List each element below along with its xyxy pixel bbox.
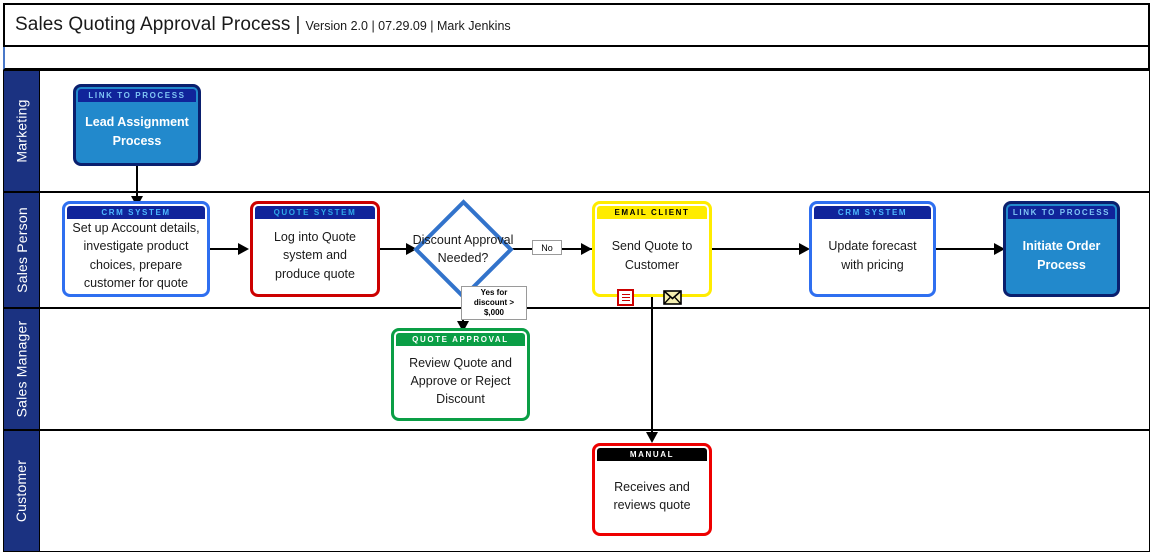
lane-label-sales-manager: Sales Manager — [4, 309, 40, 429]
connector-email-down — [651, 297, 653, 309]
node-label-lead-assignment-process: Lead Assignment Process — [85, 115, 189, 148]
document-icon-line — [621, 299, 630, 302]
connector-lead-to-setup — [136, 166, 138, 193]
lane-sales-manager: Sales Manager QUOTE APPROVAL Review Quot… — [3, 308, 1150, 431]
lane-label-sales-person-text: Sales Person — [13, 207, 30, 293]
connector-email-to-forecast — [712, 248, 808, 250]
lane-body-customer: MANUAL Receives and reviews quote — [39, 431, 1149, 551]
arrowhead-decision-to-email — [581, 243, 592, 255]
node-header-quote-system: QUOTE SYSTEM — [255, 206, 375, 219]
node-header-crm-system: CRM SYSTEM — [814, 206, 931, 219]
lane-body-sales-person: CRM SYSTEM Set up Account details, inves… — [39, 193, 1149, 309]
node-label-initiate-order-process: Initiate Order Process — [1022, 239, 1101, 272]
lane-label-customer: Customer — [4, 431, 40, 551]
node-label-decision-discount-approval: Discount Approval Needed? — [412, 232, 514, 265]
lane-label-sales-manager-text: Sales Manager — [13, 320, 30, 418]
arrowhead-forecast-to-order — [994, 243, 1005, 255]
lane-body-marketing: LINK TO PROCESS Lead Assignment Process — [39, 71, 1149, 193]
edge-label-yes-discount: Yes for discount > $,000 — [461, 286, 527, 320]
node-header-link-to-process: LINK TO PROCESS — [78, 89, 196, 102]
title-meta: Version 2.0 | 07.29.09 | Mark Jenkins — [305, 19, 511, 33]
connector-setup-to-log — [210, 248, 240, 250]
node-setup-account[interactable]: CRM SYSTEM Set up Account details, inves… — [62, 201, 210, 297]
edge-label-yes-line2: discount > — [473, 298, 515, 307]
arrowhead-into-receives — [646, 432, 658, 443]
document-icon — [617, 289, 634, 306]
node-label-log-quote-system: Log into Quote system and produce quote — [273, 230, 356, 281]
node-log-quote-system[interactable]: QUOTE SYSTEM Log into Quote system and p… — [250, 201, 380, 297]
arrowhead-yes-into-review — [457, 321, 469, 332]
connector-forecast-to-order — [936, 248, 1002, 250]
node-header-link-to-process: LINK TO PROCESS — [1008, 206, 1115, 219]
lane-label-marketing-text: Marketing — [13, 99, 30, 163]
lane-sales-person: Sales Person CRM SYSTEM Set up Account d… — [3, 192, 1150, 309]
node-receives-reviews-quote[interactable]: MANUAL Receives and reviews quote — [592, 443, 712, 536]
node-label-update-forecast: Update forecast with pricing — [828, 239, 917, 272]
arrowhead-email-to-forecast — [799, 243, 810, 255]
node-label-review-quote: Review Quote and Approve or Reject Disco… — [409, 355, 512, 407]
edge-label-yes-line3: $,000 — [483, 308, 505, 317]
page-title-bar: Sales Quoting Approval Process | Version… — [3, 3, 1150, 47]
lane-label-sales-person: Sales Person — [4, 193, 40, 307]
lane-label-customer-text: Customer — [13, 459, 30, 523]
document-icon-line — [621, 293, 630, 296]
node-send-quote-to-customer[interactable]: EMAIL CLIENT Send Quote to Customer — [592, 201, 712, 297]
node-header-quote-approval: QUOTE APPROVAL — [396, 333, 525, 346]
node-label-send-quote-to-customer: Send Quote to Customer — [611, 239, 693, 272]
node-initiate-order-process[interactable]: LINK TO PROCESS Initiate Order Process — [1003, 201, 1120, 297]
lane-marketing: Marketing LINK TO PROCESS Lead Assignmen… — [3, 70, 1150, 193]
envelope-icon — [663, 290, 682, 305]
title-separator: | — [295, 14, 301, 35]
node-review-quote[interactable]: QUOTE APPROVAL Review Quote and Approve … — [391, 328, 530, 421]
node-decision-discount-approval[interactable]: Discount Approval Needed? — [412, 198, 514, 300]
connector-log-to-decision — [380, 248, 412, 250]
document-icon-line — [621, 296, 630, 299]
node-header-email-client: EMAIL CLIENT — [597, 206, 707, 219]
node-header-crm-system: CRM SYSTEM — [67, 206, 205, 219]
arrowhead-log-to-decision — [406, 243, 417, 255]
connector-decision-no-left — [512, 248, 546, 250]
lane-customer: Customer MANUAL Receives and reviews quo… — [3, 430, 1150, 552]
node-lead-assignment-process[interactable]: LINK TO PROCESS Lead Assignment Process — [73, 84, 201, 166]
connector-email-down-through-manager — [651, 309, 653, 431]
node-header-manual: MANUAL — [597, 448, 707, 461]
lane-label-marketing: Marketing — [4, 71, 40, 191]
lane-body-sales-manager: QUOTE APPROVAL Review Quote and Approve … — [39, 309, 1149, 431]
edge-label-no: No — [532, 240, 562, 255]
connector-decision-no-right — [559, 248, 593, 250]
title-spacer-band — [3, 47, 1150, 70]
node-label-receives-reviews-quote: Receives and reviews quote — [613, 479, 691, 512]
page-title: Sales Quoting Approval Process — [15, 14, 291, 35]
node-update-forecast[interactable]: CRM SYSTEM Update forecast with pricing — [809, 201, 936, 297]
edge-label-yes-line1: Yes for — [480, 288, 508, 297]
node-label-setup-account: Set up Account details, investigate prod… — [72, 221, 200, 290]
arrowhead-setup-to-log — [238, 243, 249, 255]
